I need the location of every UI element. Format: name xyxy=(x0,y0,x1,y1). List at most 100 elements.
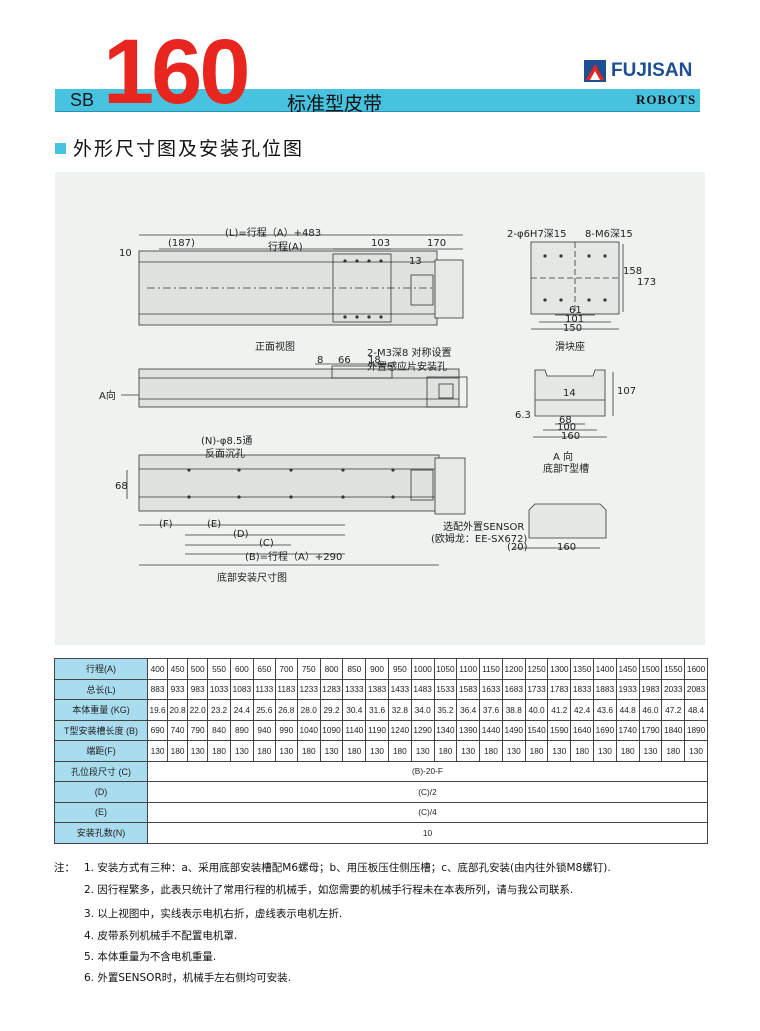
table-cell: 1783 xyxy=(547,678,572,700)
table-cell: 1890 xyxy=(684,719,708,741)
table-cell: 180 xyxy=(252,740,276,762)
table-cell: 1100 xyxy=(456,658,481,680)
row-header: 孔位段尺寸 (C) xyxy=(54,760,148,782)
table-cell: 750 xyxy=(296,658,321,680)
table-cell: 180 xyxy=(433,740,458,762)
section-title: 外形尺寸图及安装孔位图 xyxy=(73,138,305,160)
table-cell: 800 xyxy=(319,658,344,680)
dim-66: 66 xyxy=(338,355,351,366)
table-cell: 25.6 xyxy=(252,699,276,721)
note-6: 6. 外置SENSOR时，机械手左右侧均可安装. xyxy=(84,972,292,984)
dim-f: (F) xyxy=(159,519,173,530)
table-cell: 130 xyxy=(501,740,526,762)
table-cell: 130 xyxy=(187,740,209,762)
table-cell: 1233 xyxy=(296,678,321,700)
table-cell: 1390 xyxy=(456,719,481,741)
table-cell: 40.0 xyxy=(524,699,549,721)
table-cell: 130 xyxy=(146,740,169,762)
table-cell: 44.8 xyxy=(615,699,640,721)
a-direction-label: A向 xyxy=(99,391,116,402)
table-cell: 1683 xyxy=(501,678,526,700)
merged-cell: (C)/4 xyxy=(147,801,708,823)
table-cell: 690 xyxy=(146,719,169,741)
t-slot-label: 底部T型槽 xyxy=(543,464,590,475)
pin-note: 2-φ6H7深15 xyxy=(507,229,567,240)
row-header: 安装孔数(N) xyxy=(54,822,148,844)
brand-sub: ROBOTS xyxy=(636,92,697,107)
model-prefix: SB xyxy=(70,90,95,110)
table-cell: 1000 xyxy=(410,658,435,680)
dim-6-3: 6.3 xyxy=(515,410,531,421)
table-cell: 48.4 xyxy=(684,699,708,721)
drawing-svg xyxy=(121,234,624,566)
table-cell: 29.2 xyxy=(319,699,344,721)
table-cell: 1540 xyxy=(524,719,549,741)
table-cell: 1290 xyxy=(410,719,435,741)
dim-10: 10 xyxy=(119,248,132,259)
note-5: 5. 本体重量为不含电机重量. xyxy=(84,951,217,963)
table-cell: 1090 xyxy=(319,719,344,741)
dim-overall-length: (L)=行程（A）+483 xyxy=(225,228,322,239)
m6-note: 8-M6深15 xyxy=(585,229,633,240)
table-cell: 1300 xyxy=(547,658,572,680)
table-cell: 26.8 xyxy=(274,699,298,721)
merged-cell: (C)/2 xyxy=(147,781,708,803)
note-4: 4. 皮带系列机械手不配置电机罩. xyxy=(84,930,238,942)
table-cell: 933 xyxy=(167,678,189,700)
table-cell: 130 xyxy=(229,740,254,762)
table-cell: 1433 xyxy=(387,678,412,700)
dim-b: (B)=行程（A）+290 xyxy=(245,552,343,563)
table-cell: 130 xyxy=(456,740,481,762)
table-cell: 130 xyxy=(593,740,617,762)
dim-107: 107 xyxy=(617,386,637,397)
notes-prefix: 注： xyxy=(54,862,75,874)
table-cell: 1183 xyxy=(274,678,298,700)
dim-d: (D) xyxy=(233,529,249,540)
table-cell: 1640 xyxy=(570,719,594,741)
row-header: T型安装槽长度 (B) xyxy=(54,719,148,741)
dim-160-a: 160 xyxy=(561,431,581,442)
table-cell: 1590 xyxy=(547,719,572,741)
dim-170: 170 xyxy=(427,238,447,249)
dim-150: 150 xyxy=(563,323,583,334)
holes-note: (N)-φ8.5通 xyxy=(201,436,253,447)
dim-c: (C) xyxy=(259,538,274,549)
table-cell: 23.2 xyxy=(207,699,231,721)
table-cell: 24.4 xyxy=(229,699,254,721)
table-cell: 1190 xyxy=(365,719,389,741)
table-cell: 1583 xyxy=(456,678,481,700)
dim-61: 61 xyxy=(569,305,582,316)
table-cell: 38.8 xyxy=(501,699,526,721)
table-cell: 900 xyxy=(365,658,389,680)
table-cell: 130 xyxy=(684,740,708,762)
dim-158: 158 xyxy=(623,266,643,277)
table-cell: 130 xyxy=(410,740,435,762)
table-cell: 37.6 xyxy=(479,699,503,721)
row-header: 本体重量 (KG) xyxy=(54,699,148,721)
header-bar xyxy=(55,89,700,112)
table-cell: 1740 xyxy=(615,719,640,741)
table-cell: 500 xyxy=(187,658,209,680)
sensor-model-note: (欧姆龙：EE-SX672) xyxy=(431,534,528,545)
dim-103: 103 xyxy=(371,238,391,249)
dim-14: 14 xyxy=(563,388,576,399)
table-row: 安装孔数(N)10 xyxy=(54,822,708,844)
table-cell: 180 xyxy=(342,740,367,762)
table-cell: 1133 xyxy=(252,678,276,700)
table-cell: 883 xyxy=(146,678,169,700)
dim-101: 101 xyxy=(565,314,585,325)
table-cell: 700 xyxy=(274,658,298,680)
table-cell: 450 xyxy=(167,658,189,680)
table-cell: 43.6 xyxy=(593,699,617,721)
table-cell: 180 xyxy=(296,740,321,762)
bottom-view-label: 底部安装尺寸图 xyxy=(217,573,287,584)
table-cell: 790 xyxy=(187,719,209,741)
dim-stroke: 行程(A) xyxy=(268,242,303,253)
front-view-label: 正面视图 xyxy=(255,342,295,353)
table-cell: 36.4 xyxy=(456,699,481,721)
row-header: 端距(F) xyxy=(54,740,148,762)
table-cell: 600 xyxy=(229,658,254,680)
